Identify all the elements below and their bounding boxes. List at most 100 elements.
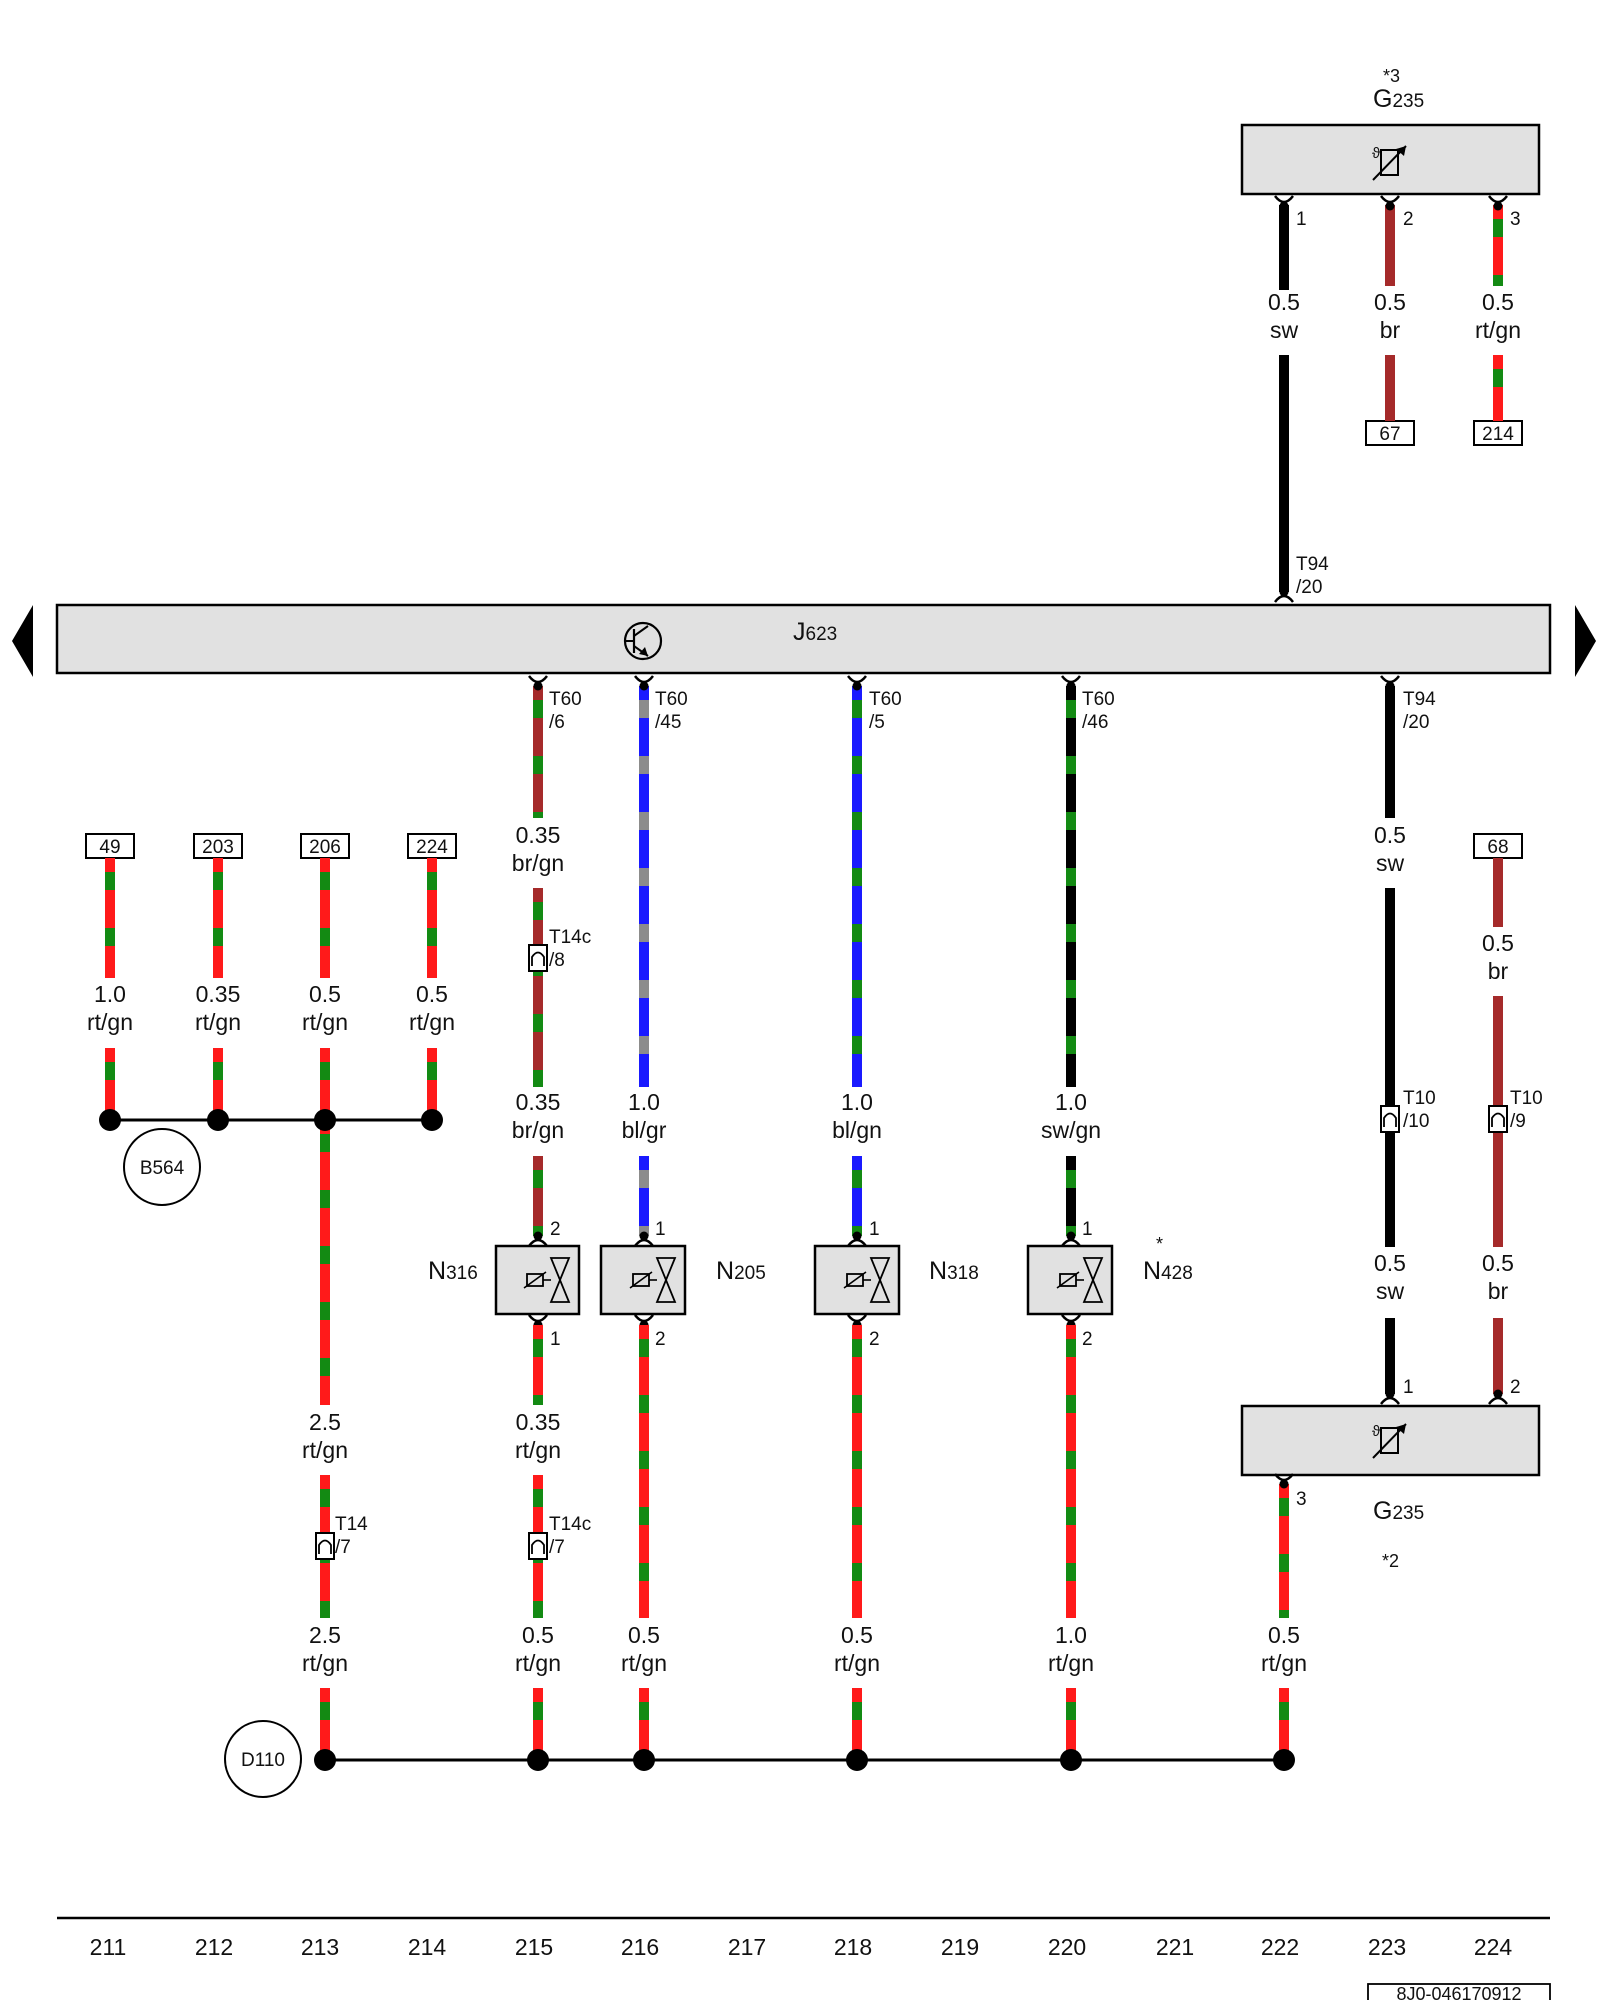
wire-label-color: br [1380, 317, 1401, 343]
conn-t14c-7-a: T14c [549, 1514, 591, 1535]
wire-label-color: rt/gn [87, 1009, 133, 1035]
g235-bottom-label: G235 [1373, 1497, 1424, 1525]
ref-box-206-label: 206 [309, 837, 341, 858]
conn-t60-5-a: T60 [869, 689, 902, 710]
wire-label-color: rt/gn [834, 1650, 880, 1676]
thermistor-top-icon: ϑ [1372, 145, 1407, 181]
pin-contact-icon [634, 1314, 654, 1323]
junction-node [1060, 1749, 1082, 1771]
wire-label-size: 0.5 [1268, 289, 1300, 315]
g235-bottom-pin-2: 2 [1510, 1377, 1521, 1398]
conn-t60-6-a: T60 [549, 689, 582, 710]
wire-label-size: 1.0 [841, 1089, 873, 1115]
column-number: 219 [941, 1934, 979, 1960]
valve-n316-box [494, 1244, 581, 1316]
wire-label-size: 0.5 [1482, 289, 1514, 315]
conn-t14-7-a: T14 [335, 1514, 368, 1535]
ref-box-67-label: 67 [1379, 424, 1400, 445]
wire-label-size: 1.0 [94, 981, 126, 1007]
pin-contact-dot [1385, 1389, 1395, 1399]
inline-connector-icon [315, 1532, 335, 1560]
junction-node [314, 1749, 336, 1771]
ecu-j623-label: J623 [793, 618, 837, 646]
wire-label-size: 0.5 [841, 1622, 873, 1648]
pin-contact-icon [1274, 594, 1294, 603]
continue-right-arrow-icon[interactable] [1575, 605, 1596, 677]
junction-node [99, 1109, 121, 1131]
wire-label-size: 0.5 [309, 981, 341, 1007]
wire-label-color: rt/gn [302, 1650, 348, 1676]
conn-t94-bottom-a: T94 [1403, 689, 1436, 710]
ref-box-224[interactable] [407, 833, 457, 859]
valve-n205 [599, 1244, 687, 1316]
pin-contact-icon [1380, 195, 1400, 204]
pin-contact-dot [1385, 201, 1395, 211]
wire-label-size: 2.5 [309, 1409, 341, 1435]
junction-node [421, 1109, 443, 1131]
column-number: 214 [408, 1934, 447, 1960]
ref-box-203[interactable] [193, 833, 243, 859]
pin-contact-icon [634, 675, 654, 684]
valve-n428-label: N428 [1143, 1257, 1193, 1285]
wire-label-size: 0.35 [516, 1409, 561, 1435]
ref-box-214[interactable] [1473, 420, 1523, 446]
pin-contact-dot [1493, 1389, 1503, 1399]
valve-n318 [813, 1244, 901, 1316]
pin-contact-icon [1488, 195, 1508, 204]
wire-label-size: 0.5 [1268, 1622, 1300, 1648]
inline-connector-icon [528, 1532, 548, 1560]
junction-node [633, 1749, 655, 1771]
ref-box-68[interactable] [1473, 833, 1523, 859]
wire-label-size: 0.5 [1374, 822, 1406, 848]
pin-contact-icon [847, 675, 867, 684]
n428-note: * [1156, 1234, 1163, 1254]
ref-box-49-label: 49 [99, 837, 120, 858]
conn-t14c-8-b: /8 [549, 950, 565, 971]
valve-n205-label: N205 [716, 1257, 766, 1285]
valve-n428-box [1026, 1244, 1114, 1316]
inline-connector-icon [1380, 1105, 1400, 1133]
ground-d110-label: D110 [241, 1750, 285, 1771]
pin-contact-icon [1380, 1396, 1400, 1405]
junction-node [846, 1749, 868, 1771]
wire-label-color: bl/gr [622, 1117, 667, 1143]
wire-label-size: 1.0 [1055, 1089, 1087, 1115]
conn-t60-6-b: /6 [549, 712, 565, 733]
pin-contact-dot [1385, 681, 1395, 691]
wire-label-color: rt/gn [195, 1009, 241, 1035]
inline-connector-icon [528, 944, 548, 972]
pin-contact-dot [852, 681, 862, 691]
n428-pin-bottom: 2 [1082, 1329, 1093, 1350]
g235-bottom-pin-1: 1 [1403, 1377, 1414, 1398]
inline-connector-icon [1488, 1105, 1508, 1133]
wire-label-color: br [1488, 1278, 1509, 1304]
thermistor-bottom-icon: ϑ [1372, 1423, 1407, 1459]
g235-top-pin-1: 1 [1296, 209, 1307, 230]
pin-contact-dot [1279, 201, 1289, 211]
ref-box-203-label: 203 [202, 837, 234, 858]
wire-label-size: 0.5 [628, 1622, 660, 1648]
pin-contact-dot [1493, 201, 1503, 211]
continue-left-arrow-icon[interactable] [12, 605, 33, 677]
pin-contact-dot [1066, 1231, 1076, 1241]
g235-top-pin-3: 3 [1510, 209, 1521, 230]
wire-label-size: 0.5 [1374, 1250, 1406, 1276]
inline-connector-arc [318, 1539, 332, 1554]
conn-t14-7-b: /7 [335, 1537, 351, 1558]
pin-contact-icon [1061, 1314, 1081, 1323]
n316-pin-bottom: 1 [550, 1329, 561, 1350]
conn-t14c-7-b: /7 [549, 1537, 565, 1558]
wire-label-color: br/gn [512, 850, 564, 876]
wire-label-size: 0.5 [1482, 930, 1514, 956]
pin-contact-dot [852, 1231, 862, 1241]
valve-n316-label: N316 [428, 1257, 478, 1285]
g235-top-note: *3 [1383, 66, 1400, 86]
ground-b564-circle [123, 1128, 201, 1206]
pin-contact-icon [1061, 675, 1081, 684]
column-number: 223 [1368, 1934, 1406, 1960]
column-number: 212 [195, 1934, 233, 1960]
g235-top-pin-2: 2 [1403, 209, 1414, 230]
solenoid-valve-icon [843, 1257, 891, 1303]
wire-layer [99, 195, 1508, 1771]
column-number: 224 [1474, 1934, 1513, 1960]
